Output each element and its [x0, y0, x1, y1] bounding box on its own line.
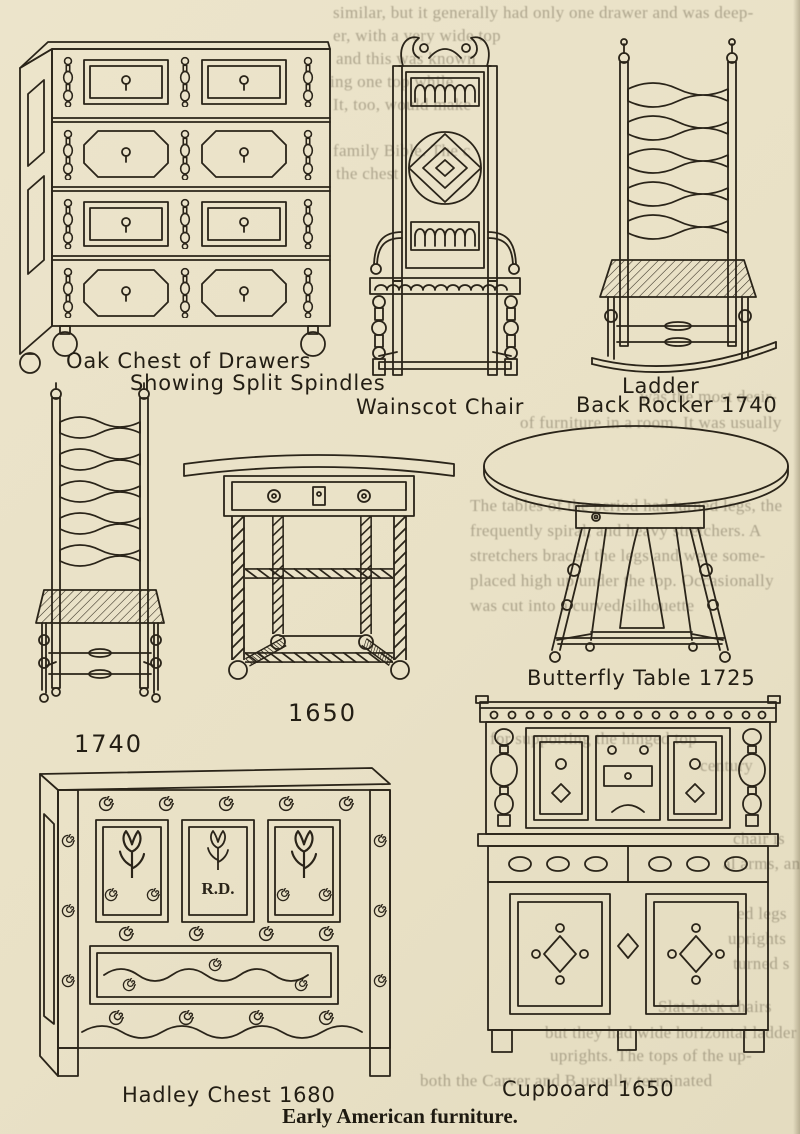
rockers	[591, 341, 777, 373]
bleedthrough-line: uprights	[728, 929, 787, 948]
arms	[370, 231, 520, 275]
label-hadley-chest: Hadley Chest 1680	[122, 1083, 336, 1107]
bleedthrough-line: similar, but it generally had only one d…	[333, 3, 754, 22]
bleedthrough-line: uprights. The tops of the up-	[550, 1046, 752, 1065]
carved-initials: R.D.	[201, 879, 234, 898]
bleedthrough-line: stretchers braced the legs and were some…	[470, 546, 766, 565]
bleedthrough-line: but they had wide horizontal ladder rail…	[545, 1023, 800, 1042]
butterfly-wing	[619, 527, 665, 629]
page-caption: Early American furniture.	[282, 1104, 518, 1128]
table-1650-figure	[166, 428, 471, 700]
spiral-stretchers	[245, 568, 395, 667]
page-edge-shadow	[793, 0, 800, 1134]
ladder-slats	[627, 82, 729, 240]
label-oak-chest-line2: Showing Split Spindles	[130, 371, 386, 395]
turned-column	[490, 728, 518, 827]
bleedthrough-line: of furniture in a room. It was usually	[520, 413, 782, 432]
label-rocker-line2: Back Rocker 1740	[576, 393, 778, 417]
ball-feet	[19, 325, 326, 374]
hadley-chest-figure: R.D.	[18, 754, 410, 1082]
bleedthrough-line: placed high up under the top. Occasional…	[470, 571, 774, 590]
spiral-legs	[231, 516, 407, 660]
wainscot-chair-drawing	[369, 36, 521, 376]
rush-seat	[599, 259, 757, 298]
ladder-back-chair-figure	[6, 378, 196, 733]
ladder-slats	[59, 416, 141, 567]
table-top	[183, 454, 455, 477]
ladder-back-rocker-drawing	[591, 38, 777, 373]
splayed-legs	[551, 527, 729, 651]
label-table-1650: 1650	[288, 699, 358, 727]
upper-section	[485, 721, 771, 835]
label-butterfly-table: Butterfly Table 1725	[527, 666, 756, 690]
wainscot-chair-figure	[345, 26, 550, 401]
oval-top	[483, 425, 789, 507]
ball-feet	[228, 634, 410, 680]
table-1650-drawing	[183, 454, 455, 680]
ladder-back-chair-drawing	[35, 382, 165, 703]
drawer	[89, 945, 339, 1005]
label-rocker-line1: Ladder	[622, 374, 700, 398]
back-panel	[405, 71, 485, 269]
chest-top	[39, 767, 391, 791]
chest-side	[19, 48, 53, 355]
bleedthrough-line: and this was known	[336, 49, 476, 68]
bleedthrough-line: was cut into a curved silhouette	[470, 596, 695, 615]
butterfly-table-figure	[478, 420, 798, 670]
lower-section	[487, 881, 769, 1031]
oak-chest-drawing	[19, 41, 331, 374]
bleedthrough-line: er, with a very wide top	[333, 26, 501, 45]
label-oak-chest-line1: Oak Chest of Drawers	[66, 349, 312, 373]
bleedthrough-line: the chest	[336, 164, 399, 183]
cornice	[479, 701, 777, 723]
bleedthrough-line: frequently spiral, and heavy stretchers.…	[470, 521, 762, 540]
cupboard-drawing	[475, 695, 781, 1053]
ladder-back-rocker-figure	[562, 34, 800, 389]
carved-crest	[398, 36, 492, 67]
bleedthrough-line: both the Carver and B usually terminated	[420, 1071, 713, 1090]
cupboard-figure	[462, 694, 797, 1068]
turned-front-legs	[371, 295, 519, 376]
mid-shelf	[477, 833, 779, 847]
hadley-chest-drawing: R.D.	[39, 767, 391, 1077]
label-cupboard: Cupboard 1650	[502, 1077, 675, 1101]
rush-seat	[35, 589, 165, 624]
seat-rail	[369, 277, 521, 295]
drawer	[231, 481, 407, 511]
bleedthrough-line: turned s	[733, 954, 790, 973]
bleedthrough-line: was the most desir-	[640, 387, 778, 406]
label-wainscot-chair: Wainscot Chair	[356, 395, 525, 419]
finials	[618, 38, 738, 64]
butterfly-table-drawing	[483, 425, 789, 663]
finials	[50, 382, 150, 400]
bleedthrough-line: ed legs	[737, 904, 787, 923]
turned-column	[738, 728, 766, 827]
bleedthrough-line: for supporting the hinged top	[490, 729, 698, 748]
label-chair-1740: 1740	[74, 730, 144, 758]
oak-chest-figure	[4, 22, 336, 374]
